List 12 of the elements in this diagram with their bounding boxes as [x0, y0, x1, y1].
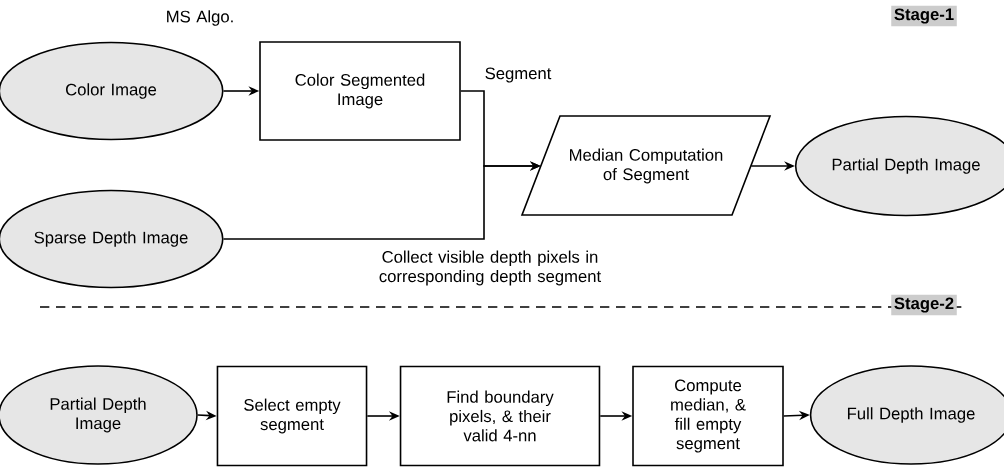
stage-tag: Stage-2 [891, 294, 957, 316]
process-box: Select empty segment [216, 365, 368, 467]
process-box: Color Segmented Image [259, 41, 461, 141]
process-box: Find boundary pixels, & their valid 4-nn [399, 365, 601, 467]
stage-tag: Stage-1 [891, 5, 957, 27]
process-box: Compute median, & fill empty segment [632, 365, 784, 467]
edge-label: Segment [485, 67, 552, 83]
ellipse-node: Partial Depth Image [0, 365, 198, 465]
edge-label: MS Algo. [167, 10, 233, 26]
edge-label: Collect visible depth pixels in corresponding depth segment [379, 250, 601, 286]
ellipse-node: Partial Depth Image [794, 115, 1004, 217]
ellipse-node: Full Depth Image [809, 365, 1004, 465]
